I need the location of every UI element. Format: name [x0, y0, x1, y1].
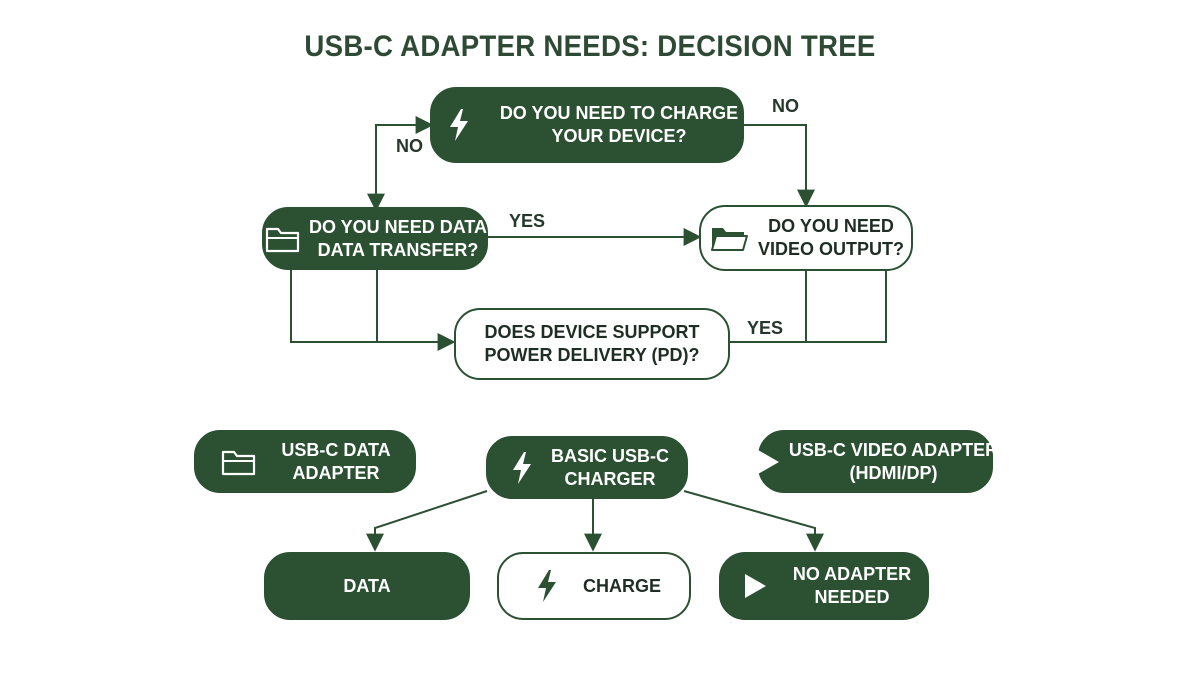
folder-icon: [263, 225, 303, 253]
edge-label-yes: YES: [509, 211, 546, 231]
no-adapter-needed-node: NO ADAPTER NEEDED: [719, 552, 929, 620]
charge-question-line: DO YOU NEED TO CHARGE: [499, 103, 739, 123]
usb-c-video-adapter-line: USB-C VIDEO ADAPTER: [788, 439, 999, 460]
data-leaf-node: DATA: [264, 552, 470, 620]
usb-c-video-adapter-node: USB-C VIDEO ADAPTER (HDMI/DP): [757, 430, 998, 493]
folder-icon: [219, 448, 259, 476]
edge-label-no: NO: [396, 136, 423, 156]
diagram-title: USB-C ADAPTER NEEDS: DECISION TREE: [304, 30, 876, 63]
edge-label-no: NO: [772, 96, 799, 116]
lightning-icon: [436, 108, 482, 142]
play-icon: [737, 573, 773, 599]
edge-charger-to-data: [366, 490, 488, 552]
basic-charger-node: BASIC USB-C CHARGER: [486, 436, 688, 499]
no-adapter-needed-line: NEEDED: [814, 587, 890, 607]
charge-question-node: DO YOU NEED TO CHARGE YOUR DEVICE?: [430, 87, 744, 163]
edge-data-to-pd-outer: [290, 270, 456, 351]
power-delivery-question-node: DOES DEVICE SUPPORT POWER DELIVERY (PD)?: [454, 308, 730, 380]
edge-charger-to-no-adapter: [683, 490, 824, 552]
usb-c-data-adapter-line: ADAPTER: [292, 462, 380, 483]
usb-c-data-adapter-node: USB-C DATA ADAPTER: [194, 430, 416, 493]
data-question-node: DO YOU NEED DATA DATA TRANSFER?: [262, 207, 488, 270]
power-delivery-question-line: DOES DEVICE SUPPORT: [484, 322, 700, 342]
video-question-line: VIDEO OUTPUT?: [758, 239, 905, 259]
usb-c-video-adapter-line: (HDMI/DP): [849, 462, 938, 483]
no-adapter-needed-line: NO ADAPTER: [792, 564, 912, 584]
basic-charger-line: BASIC USB-C: [550, 445, 669, 466]
lightning-icon: [527, 569, 567, 603]
power-delivery-question-line: POWER DELIVERY (PD)?: [484, 345, 700, 365]
basic-charger-line: CHARGER: [564, 468, 656, 489]
lightning-icon: [505, 451, 539, 485]
data-leaf-label: DATA: [343, 575, 391, 596]
charge-question-line: YOUR DEVICE?: [551, 126, 687, 146]
edge-video-loop: [806, 270, 887, 343]
video-question-line: DO YOU NEED: [768, 216, 894, 236]
usb-c-data-adapter-line: USB-C DATA: [281, 439, 391, 460]
play-icon: [753, 449, 783, 475]
charge-leaf-label: CHARGE: [582, 575, 661, 596]
edge-charge-to-video: [744, 124, 815, 208]
video-question-node: DO YOU NEED VIDEO OUTPUT?: [699, 205, 913, 271]
data-question-line: DATA TRANSFER?: [317, 239, 479, 260]
edge-data-to-charge: [367, 116, 434, 212]
folder-icon: [708, 224, 750, 252]
data-question-line: DO YOU NEED DATA: [309, 216, 488, 237]
charge-leaf-node: CHARGE: [497, 552, 691, 620]
edge-label-yes: YES: [747, 318, 784, 338]
